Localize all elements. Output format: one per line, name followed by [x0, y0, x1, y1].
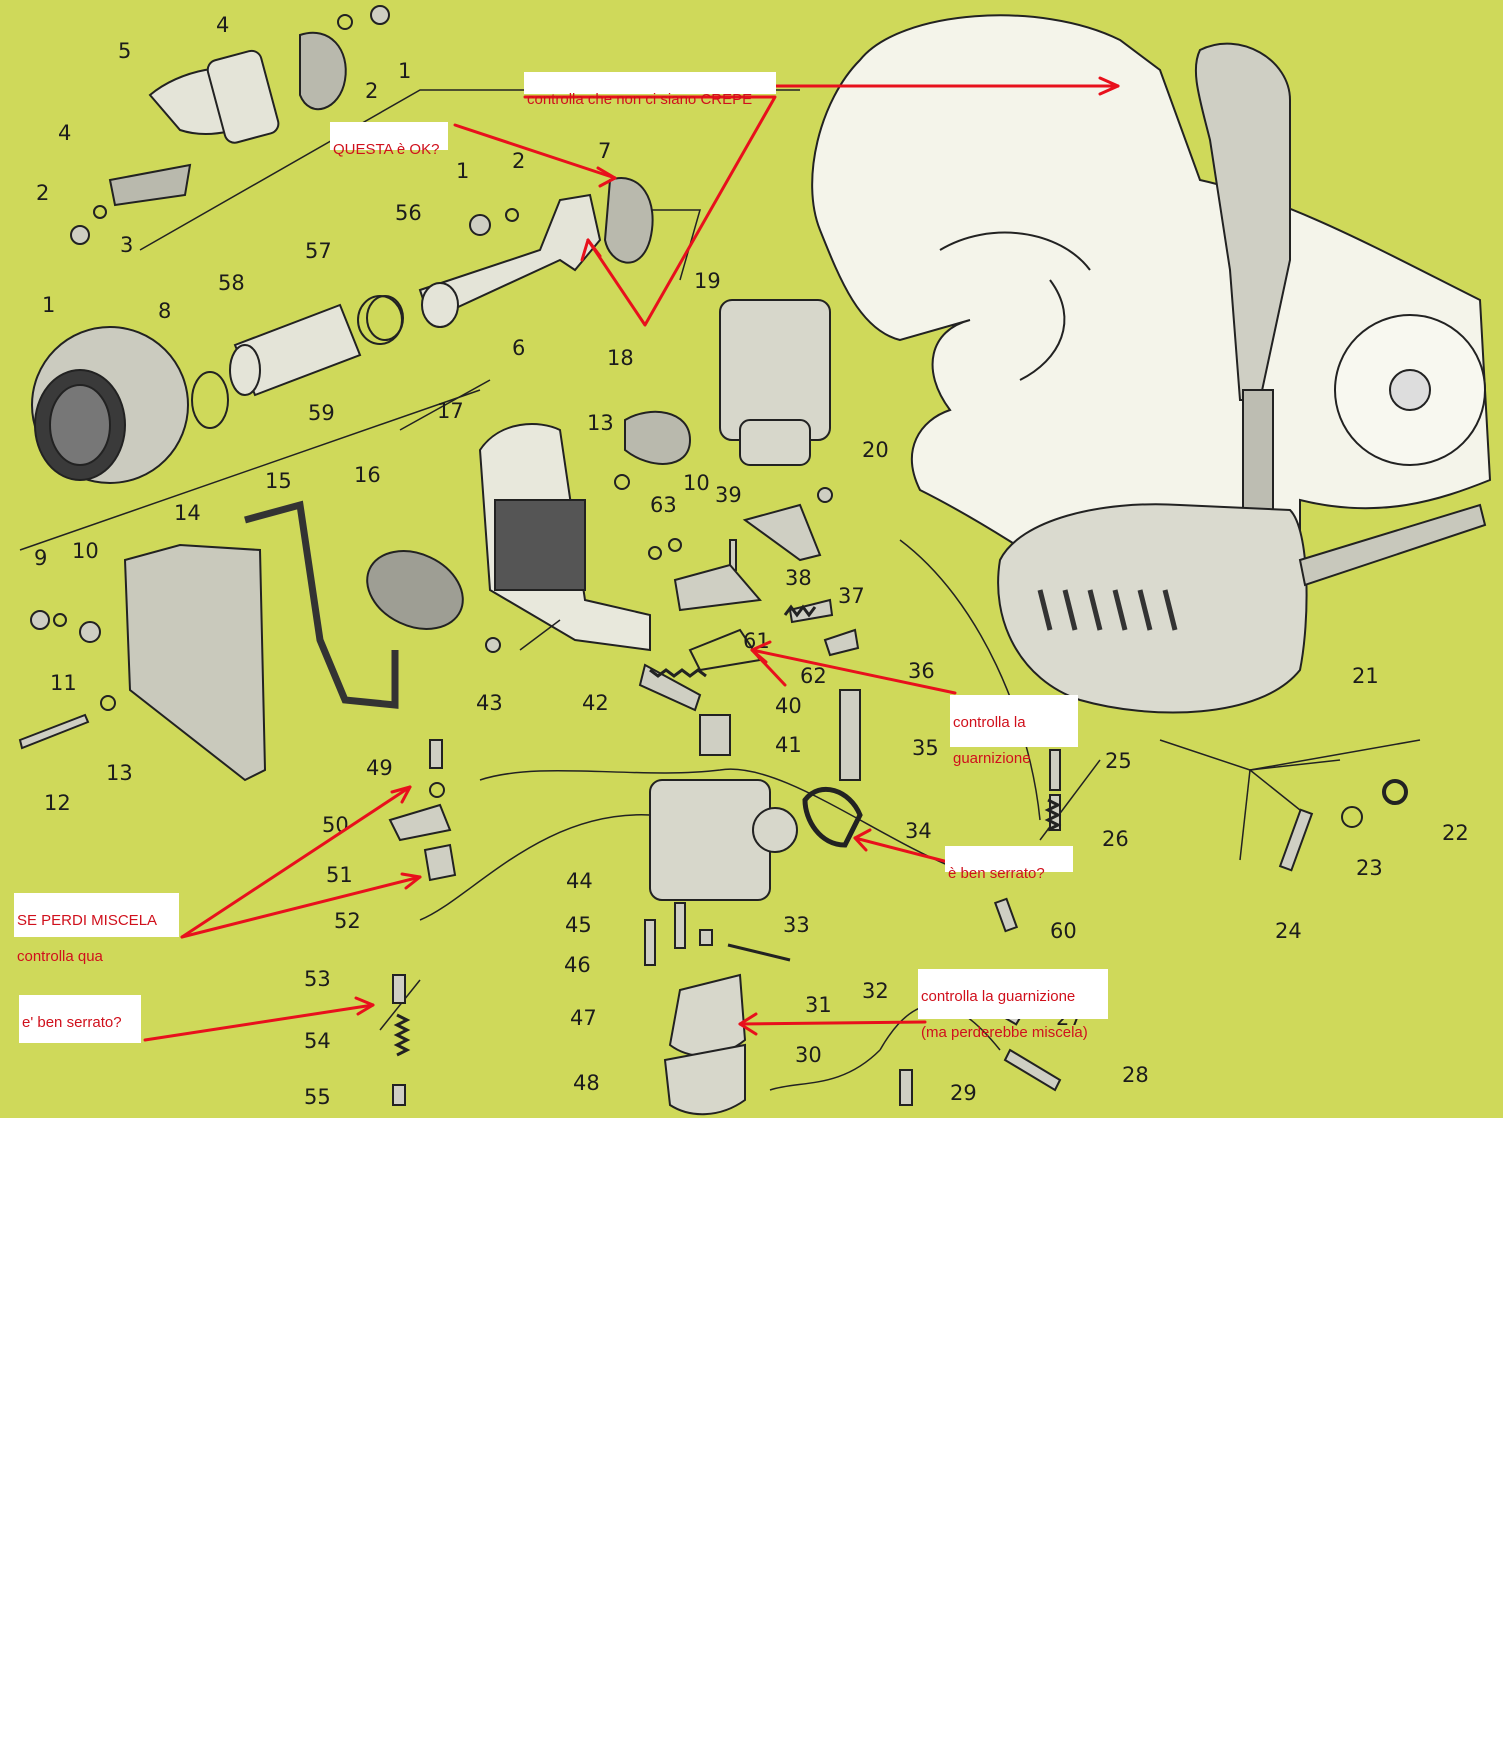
carburettor [649, 299, 831, 1116]
part-number: 33 [783, 913, 810, 937]
exploded-parts-drawing: 1 2 4 5 4 2 3 1 8 58 57 56 1 2 7 6 19 18… [18, 5, 1492, 1116]
part-number: 16 [354, 463, 381, 487]
part-number: 56 [395, 201, 422, 225]
part-number: 40 [775, 694, 802, 718]
part-number: 11 [50, 671, 77, 695]
part-number: 26 [1102, 827, 1129, 851]
part-number: 29 [950, 1081, 977, 1105]
springs [393, 604, 1062, 1057]
part-number: 58 [218, 271, 245, 295]
part-number: 59 [308, 401, 335, 425]
part-number: 2 [365, 79, 378, 103]
part-number: 10 [72, 539, 99, 563]
small-parts [18, 5, 1408, 1106]
gasket-loop [244, 500, 399, 709]
part-number: 37 [838, 584, 865, 608]
part-number: 3 [120, 233, 133, 257]
part-number: 47 [570, 1006, 597, 1030]
air-box [478, 423, 651, 652]
part-number: 57 [305, 239, 332, 263]
part-number: 1 [398, 59, 411, 83]
callout-questa-ok: QUESTA è OK? [330, 122, 448, 158]
part-number: 13 [587, 411, 614, 435]
part-number: 31 [805, 993, 832, 1017]
part-number: 34 [905, 819, 932, 843]
leader-lines [19, 89, 1421, 1091]
callout-ben-serrato-1: è ben serrato? [945, 846, 1073, 882]
part-number: 20 [862, 438, 889, 462]
part-number-labels: 1 2 4 5 4 2 3 1 8 58 57 56 1 2 7 6 19 18… [34, 13, 1469, 1109]
part-number: 1 [42, 293, 55, 317]
mesh-filter [366, 550, 464, 630]
cover-plate [123, 543, 267, 782]
part-number: 4 [216, 13, 229, 37]
part-number: 8 [158, 299, 171, 323]
part-number: 19 [694, 269, 721, 293]
callout-guarnizione-2: controlla la guarnizione (ma perderebbe … [918, 969, 1108, 1041]
annotation-arrows [143, 76, 1120, 1042]
part-number: 46 [564, 953, 591, 977]
part-number: 28 [1122, 1063, 1149, 1087]
engine-block [811, 14, 1492, 652]
diagram-sheet: 1 2 4 5 4 2 3 1 8 58 57 56 1 2 7 6 19 18… [0, 0, 1503, 1118]
air-filter [31, 326, 189, 484]
part-number: 48 [573, 1071, 600, 1095]
part-number: 49 [366, 756, 393, 780]
part-number: 23 [1356, 856, 1383, 880]
part-number: 50 [322, 813, 349, 837]
part-number: 22 [1442, 821, 1469, 845]
part-number: 62 [800, 664, 827, 688]
part-number: 5 [118, 39, 131, 63]
part-number: 51 [326, 863, 353, 887]
part-number: 52 [334, 909, 361, 933]
part-number: 35 [912, 736, 939, 760]
part-number: 7 [598, 139, 611, 163]
part-number: 30 [795, 1043, 822, 1067]
part-number: 15 [265, 469, 292, 493]
callout-crepe: controlla che non ci siano CREPE [524, 72, 776, 108]
part-number: 63 [650, 493, 677, 517]
part-number: 9 [34, 546, 47, 570]
part-number: 6 [512, 336, 525, 360]
part-number: 13 [106, 761, 133, 785]
part-number: 36 [908, 659, 935, 683]
part-number: 24 [1275, 919, 1302, 943]
part-number: 38 [785, 566, 812, 590]
callout-perdi-miscela: SE PERDI MISCELA controlla qua [14, 893, 179, 965]
part-number: 1 [456, 159, 469, 183]
part-number: 53 [304, 967, 331, 991]
part-number: 4 [58, 121, 71, 145]
part-number: 43 [476, 691, 503, 715]
part-number: 17 [437, 399, 464, 423]
part-number: 32 [862, 979, 889, 1003]
part-number: 18 [607, 346, 634, 370]
part-number: 60 [1050, 919, 1077, 943]
part-number: 25 [1105, 749, 1132, 773]
part-number: 55 [304, 1085, 331, 1109]
part-number: 10 [683, 471, 710, 495]
part-number: 42 [582, 691, 609, 715]
callout-guarnizione-1: controlla la guarnizione [950, 695, 1078, 767]
part-number: 41 [775, 733, 802, 757]
part-number: 2 [512, 149, 525, 173]
part-number: 12 [44, 791, 71, 815]
part-number: 44 [566, 869, 593, 893]
part-number: 39 [715, 483, 742, 507]
part-number: 54 [304, 1029, 331, 1053]
part-number: 14 [174, 501, 201, 525]
part-number: 2 [36, 181, 49, 205]
muffler [997, 42, 1487, 714]
part-number: 45 [565, 913, 592, 937]
part-number: 21 [1352, 664, 1379, 688]
callout-ben-serrato-2: e' ben serrato? [19, 995, 141, 1043]
